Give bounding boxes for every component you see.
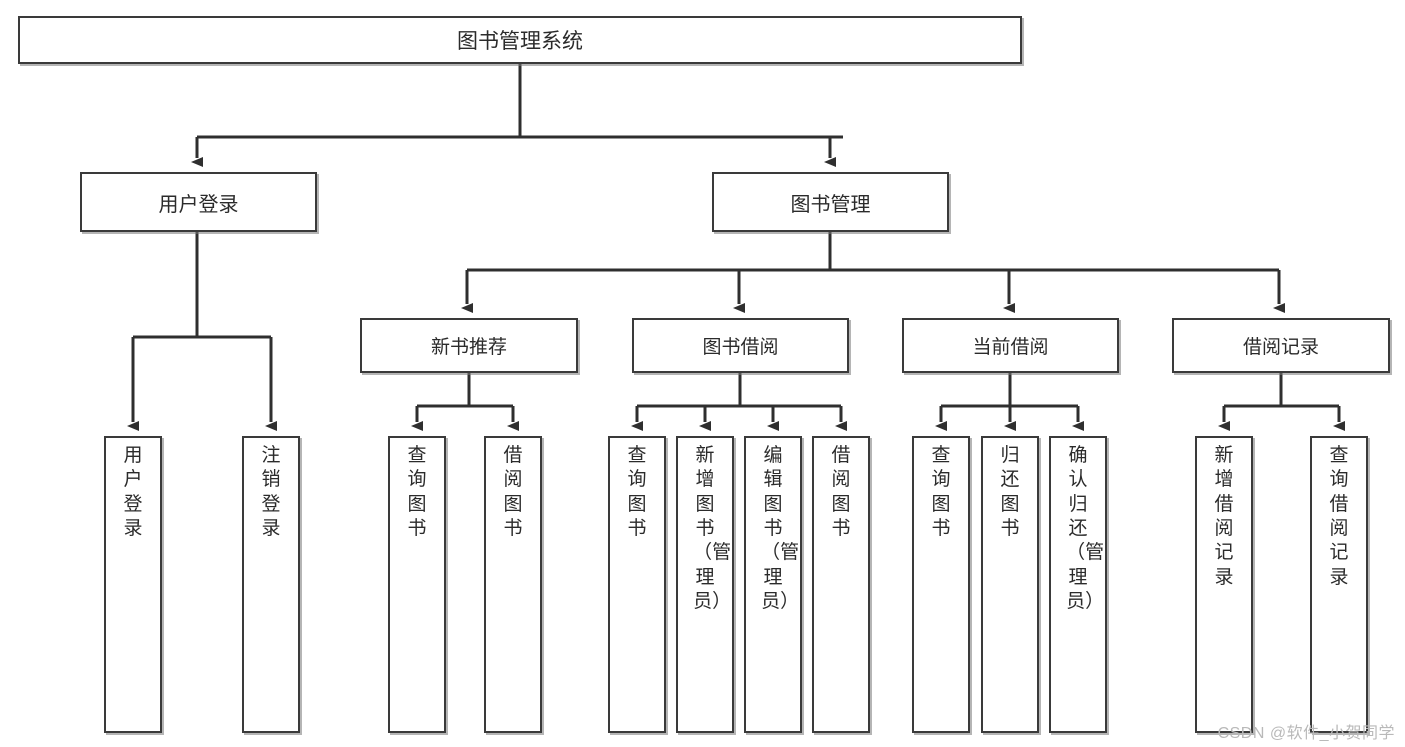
- leaf-borrow-record-add[interactable]: 新增借阅记录: [1195, 436, 1253, 733]
- leaf-current-borrow-return[interactable]: 归还图书: [981, 436, 1039, 733]
- leaf-new-book-borrow[interactable]: 借阅图书: [484, 436, 542, 733]
- node-root[interactable]: 图书管理系统: [18, 16, 1022, 64]
- node-user-login[interactable]: 用户登录: [80, 172, 317, 232]
- watermark: CSDN @软件_小贺同学: [1217, 725, 1395, 742]
- leaf-book-borrow-add[interactable]: 新增图书（管理员）: [676, 436, 734, 733]
- leaf-label: 新增借阅记录: [1214, 445, 1234, 588]
- leaf-label: 确认归还（管理员）: [1066, 445, 1105, 612]
- leaf-label: 借阅图书: [503, 445, 523, 539]
- leaf-label: 查询图书: [627, 445, 647, 539]
- node-root-label: 图书管理系统: [457, 30, 583, 53]
- leaf-label: 借阅图书: [831, 445, 851, 539]
- node-book-borrow-label: 图书借阅: [702, 337, 779, 358]
- node-new-book-recommend[interactable]: 新书推荐: [360, 318, 578, 373]
- leaf-current-borrow-confirm-return[interactable]: 确认归还（管理员）: [1049, 436, 1107, 733]
- leaf-book-borrow-edit[interactable]: 编辑图书（管理员）: [744, 436, 802, 733]
- leaf-label: 归还图书: [1000, 445, 1020, 539]
- leaf-label: 编辑图书（管理员）: [761, 445, 800, 612]
- node-book-borrow[interactable]: 图书借阅: [632, 318, 849, 373]
- leaf-borrow-record-query[interactable]: 查询借阅记录: [1310, 436, 1368, 733]
- leaf-user-login-logout[interactable]: 注销登录: [242, 436, 300, 733]
- node-book-management-label: 图书管理: [790, 193, 871, 216]
- leaf-user-login-login[interactable]: 用户登录: [104, 436, 162, 733]
- leaf-label: 用户登录: [123, 445, 143, 539]
- node-new-book-recommend-label: 新书推荐: [430, 337, 507, 358]
- node-current-borrow-label: 当前借阅: [972, 337, 1049, 358]
- node-current-borrow[interactable]: 当前借阅: [902, 318, 1119, 373]
- leaf-book-borrow-borrow[interactable]: 借阅图书: [812, 436, 870, 733]
- node-borrow-records[interactable]: 借阅记录: [1172, 318, 1390, 373]
- leaf-label: 查询图书: [931, 445, 951, 539]
- leaf-new-book-query[interactable]: 查询图书: [388, 436, 446, 733]
- leaf-label: 查询图书: [407, 445, 427, 539]
- leaf-label: 注销登录: [261, 445, 281, 539]
- node-book-management[interactable]: 图书管理: [712, 172, 949, 232]
- leaf-label: 新增图书（管理员）: [693, 445, 732, 612]
- leaf-current-borrow-query[interactable]: 查询图书: [912, 436, 970, 733]
- node-user-login-label: 用户登录: [158, 193, 239, 216]
- leaf-label: 查询借阅记录: [1329, 445, 1349, 588]
- node-borrow-records-label: 借阅记录: [1242, 337, 1319, 358]
- leaf-book-borrow-query[interactable]: 查询图书: [608, 436, 666, 733]
